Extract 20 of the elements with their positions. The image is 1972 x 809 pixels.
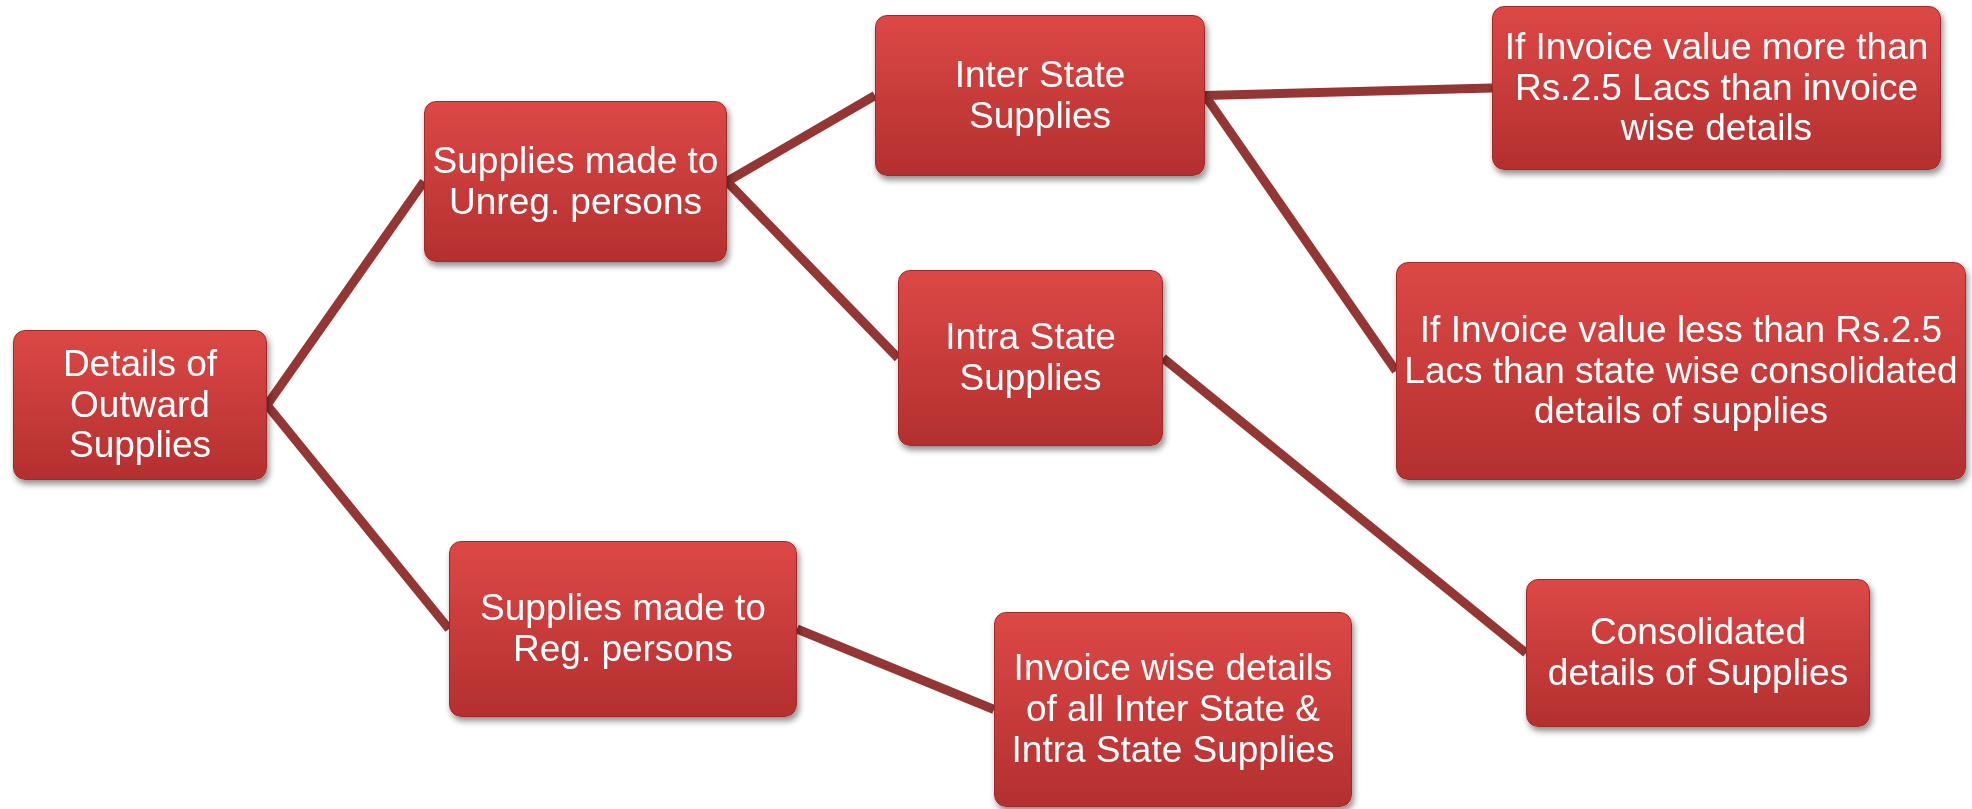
box-label: Inter State Supplies [953,54,1127,137]
box-label: If Invoice value less than Rs.2.5 Lacs than state wise consolidated details of supplies [1403,309,1959,433]
process-box [994,612,1352,807]
connector-line [1204,83,1493,100]
process-box [1526,579,1870,727]
process-box [1396,262,1966,480]
box-label: If Invoice value more than Rs.2.5 Lacs than invoice wise details [1503,26,1930,150]
process-box [424,101,727,262]
box-label: Supplies made to Reg. persons [479,588,767,670]
process-box [13,330,267,480]
process-box [449,541,797,717]
process-box [875,15,1205,176]
box-label: Intra State Supplies [944,317,1117,399]
box-label: Consolidated details of Supplies [1546,612,1850,694]
box-label: Invoice wise details of all Inter State & Intra State Supplies [1010,648,1336,771]
process-box [1492,6,1941,170]
connector-line [795,624,996,714]
box-label: Supplies made to Unreg. persons [431,140,720,223]
process-box [898,270,1163,446]
box-label: Details of Outward Supplies [61,343,219,467]
